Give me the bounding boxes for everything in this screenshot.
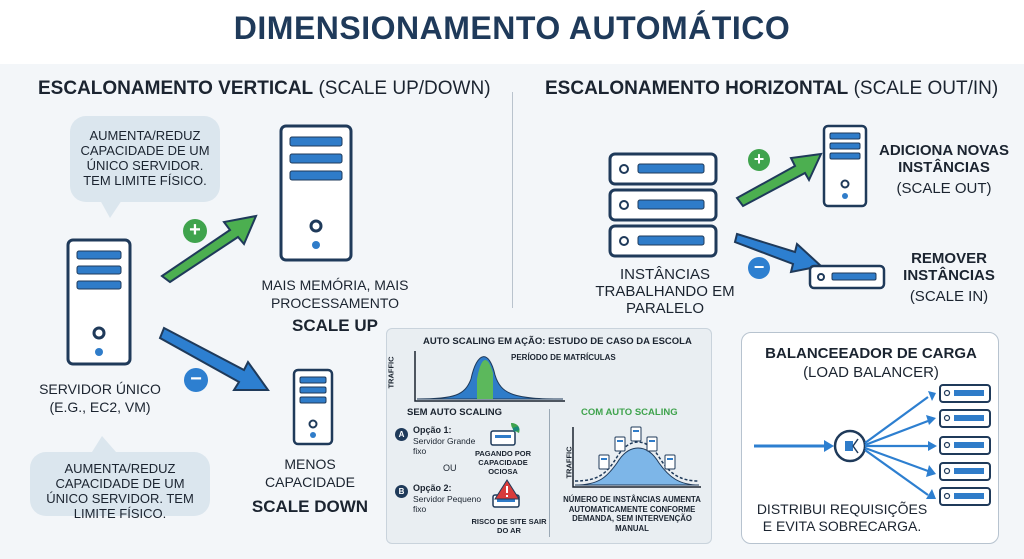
removed-instance-server-icon — [808, 264, 886, 290]
remove-instances-sub: (SCALE IN) — [909, 288, 989, 305]
speech-bubble-bottom: AUMENTA/REDUZ CAPACIDADE DE UM ÚNICO SER… — [30, 452, 210, 521]
bubble-tail-bottom — [92, 436, 116, 452]
scale-in-arrow-icon — [733, 232, 824, 274]
load-balancer-subtitle: (LOAD BALANCER) — [803, 364, 939, 381]
case-study-card: AUTO SCALING EM AÇÃO: ESTUDO DE CASO DA … — [386, 328, 712, 544]
traffic-axis-label-top: TRAFFIC — [386, 356, 396, 389]
speech-bubble-top: AUMENTA/REDUZ CAPACIDADE DE UM ÚNICO SER… — [70, 116, 220, 202]
option-2-risk: RISCO DE SITE SAIR DO AR — [471, 517, 547, 535]
single-server-icon — [66, 238, 132, 366]
auto-scaling-chart — [572, 426, 701, 488]
new-instance-server-icon — [822, 124, 868, 208]
case-study-title: AUTO SCALING EM AÇÃO: ESTUDO DE CASO DA … — [423, 336, 692, 347]
load-balancer-desc: DISTRIBUI REQUISIÇÕES E EVITA SOBRECARGA… — [756, 501, 928, 534]
vertical-heading: ESCALONAMENTO VERTICAL (SCALE UP/DOWN) — [38, 78, 491, 100]
section-divider — [512, 92, 513, 308]
minus-badge-horizontal: − — [748, 257, 770, 279]
option-2-desc: Servidor Pequeno fixo — [413, 494, 482, 514]
large-server-icon — [279, 124, 353, 262]
less-capacity-label: MENOS CAPACIDADE — [265, 456, 355, 490]
add-instances-sub: (SCALE OUT) — [896, 180, 992, 197]
page-title: DIMENSIONAMENTO AUTOMÁTICO — [233, 10, 791, 46]
scale-up-arrow-icon — [160, 214, 258, 284]
period-label: PERÍODO DE MATRÍCULAS — [511, 353, 616, 362]
with-auto-scaling-heading: COM AUTO SCALING — [581, 407, 678, 418]
scale-down-arrow-icon — [158, 326, 270, 391]
vertical-heading-bold: ESCALONAMENTO VERTICAL — [38, 78, 314, 99]
more-capacity-label: MAIS MEMÓRIA, MAIS PROCESSAMENTO — [261, 277, 409, 311]
vertical-heading-rest: (SCALE UP/DOWN) — [318, 78, 491, 99]
horizontal-heading-rest: (SCALE OUT/IN) — [853, 78, 999, 99]
small-server-icon — [292, 368, 334, 446]
single-server-label: SERVIDOR ÚNICO (E.G., EC2, VM) — [39, 381, 161, 415]
option-2-title: Opção 2: — [413, 483, 452, 493]
minus-badge-vertical: − — [184, 368, 208, 392]
load-balancer-title: BALANCEEADOR DE CARGA — [765, 345, 977, 362]
option-a-badge: A — [395, 428, 408, 441]
or-label: OU — [443, 463, 457, 473]
server-rack-icon — [608, 152, 718, 258]
option-b-badge: B — [395, 485, 408, 498]
scale-down-label: SCALE DOWN — [251, 497, 369, 516]
plus-badge-vertical: + — [183, 219, 207, 243]
bubble-tail-top — [100, 200, 122, 218]
load-balancer-card: BALANCEEADOR DE CARGA (LOAD BALANCER) — [741, 332, 999, 544]
horizontal-heading: ESCALONAMENTO HORIZONTAL (SCALE OUT/IN) — [545, 78, 998, 100]
scale-up-label: SCALE UP — [292, 316, 378, 335]
remove-instances-title: REMOVER INSTÂNCIAS — [903, 250, 995, 284]
option-1-risk: PAGANDO POR CAPACIDADE OCIOSA — [474, 449, 532, 476]
instances-label: INSTÂNCIAS TRABALHANDO EM PARALELO — [595, 266, 735, 317]
without-auto-scaling-heading: SEM AUTO SCALING — [407, 407, 503, 418]
case-separator — [549, 409, 550, 537]
load-balancer-diagram — [754, 384, 991, 506]
idle-capacity-server-icon — [490, 423, 520, 446]
horizontal-heading-bold: ESCALONAMENTO HORIZONTAL — [545, 78, 849, 99]
option-1-title: Opção 1: — [413, 425, 452, 435]
scale-out-arrow-icon — [735, 152, 823, 208]
auto-scaling-note: NÚMERO DE INSTÂNCIAS AUMENTA AUTOMATICAM… — [563, 495, 701, 533]
add-instances-title: ADICIONA NOVAS INSTÂNCIAS — [878, 142, 1009, 176]
traffic-curve-chart — [414, 351, 565, 402]
option-1-desc: Servidor Grande fixo — [413, 436, 476, 456]
site-down-warning-icon — [492, 479, 520, 508]
plus-badge-horizontal: + — [748, 149, 770, 171]
